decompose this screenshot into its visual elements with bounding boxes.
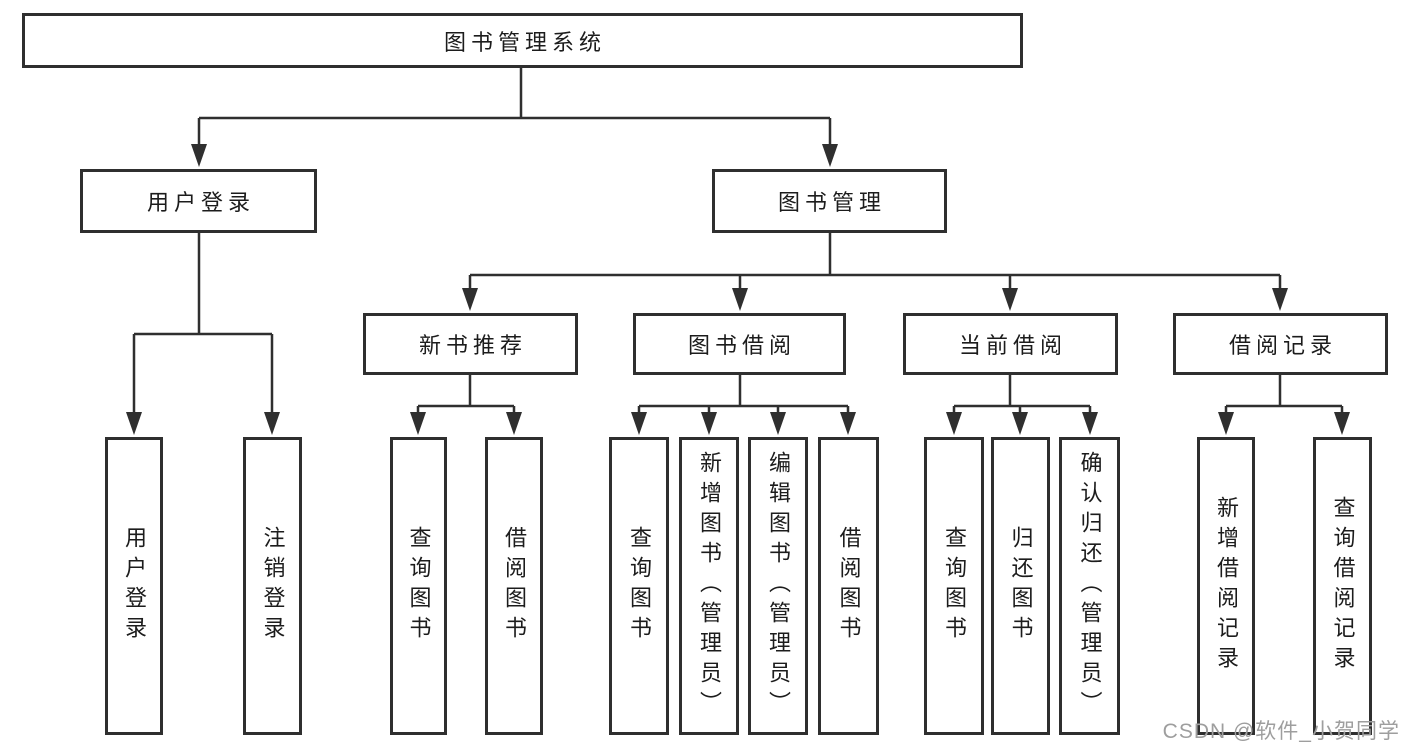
node-label: 归还图书	[1008, 526, 1034, 646]
node-book-borrowing: 图书借阅	[633, 313, 846, 375]
node-book-management: 图书管理	[712, 169, 947, 233]
leaf-cb-confirm-return-admin: 确认归还（管理员）	[1059, 437, 1120, 735]
node-label: 查询借阅记录	[1330, 496, 1356, 676]
leaf-cb-query-books: 查询图书	[924, 437, 984, 735]
connector-book-borrowing-children	[637, 375, 850, 413]
node-label: 注销登录	[260, 526, 286, 646]
connector-borrowing-records-children	[1224, 375, 1344, 413]
leaf-br-query-record: 查询借阅记录	[1313, 437, 1372, 735]
node-label: 图书管理系统	[443, 29, 606, 55]
leaf-br-add-record: 新增借阅记录	[1197, 437, 1255, 735]
node-label: 图书管理	[777, 190, 886, 215]
node-current-borrowing: 当前借阅	[903, 313, 1118, 375]
node-new-book-recommend: 新书推荐	[363, 313, 578, 375]
leaf-cb-return-books: 归还图书	[991, 437, 1050, 735]
node-label: 确认归还（管理员）	[1077, 451, 1103, 721]
node-label: 用户登录	[146, 190, 255, 215]
connector-current-borrowing-children	[952, 375, 1092, 413]
leaf-user-login: 用户登录	[105, 437, 163, 735]
arrowheads	[126, 144, 1350, 435]
connector-user-login-children	[132, 233, 274, 412]
connector-root-to-level2	[197, 68, 832, 146]
connector-new-book-recommend-children	[416, 375, 516, 413]
leaf-bb-query-books: 查询图书	[609, 437, 669, 735]
node-label: 新增图书（管理员）	[697, 451, 722, 721]
node-label: 查询图书	[406, 526, 432, 646]
node-label: 查询图书	[942, 526, 967, 646]
node-label: 借阅图书	[502, 526, 527, 646]
node-label: 新增借阅记录	[1214, 496, 1239, 676]
node-root-library-system: 图书管理系统	[22, 13, 1023, 68]
connector-book-management-children	[468, 233, 1282, 289]
node-label: 当前借阅	[958, 333, 1067, 358]
leaf-nbr-borrow-books: 借阅图书	[485, 437, 543, 735]
node-label: 新书推荐	[418, 333, 527, 358]
leaf-bb-add-books-admin: 新增图书（管理员）	[679, 437, 739, 735]
leaf-bb-edit-books-admin: 编辑图书（管理员）	[748, 437, 808, 735]
node-label: 图书借阅	[687, 333, 796, 358]
node-user-login: 用户登录	[80, 169, 317, 233]
node-label: 编辑图书（管理员）	[766, 451, 791, 721]
csdn-watermark: CSDN @软件_小贺同学	[1162, 720, 1400, 743]
leaf-bb-borrow-books: 借阅图书	[818, 437, 879, 735]
node-label: 查询图书	[627, 526, 652, 646]
node-borrowing-records: 借阅记录	[1173, 313, 1388, 375]
node-label: 用户登录	[122, 526, 147, 646]
node-label: 借阅图书	[836, 526, 862, 646]
node-label: 借阅记录	[1228, 333, 1337, 358]
leaf-logout-login: 注销登录	[243, 437, 302, 735]
leaf-nbr-query-books: 查询图书	[390, 437, 447, 735]
